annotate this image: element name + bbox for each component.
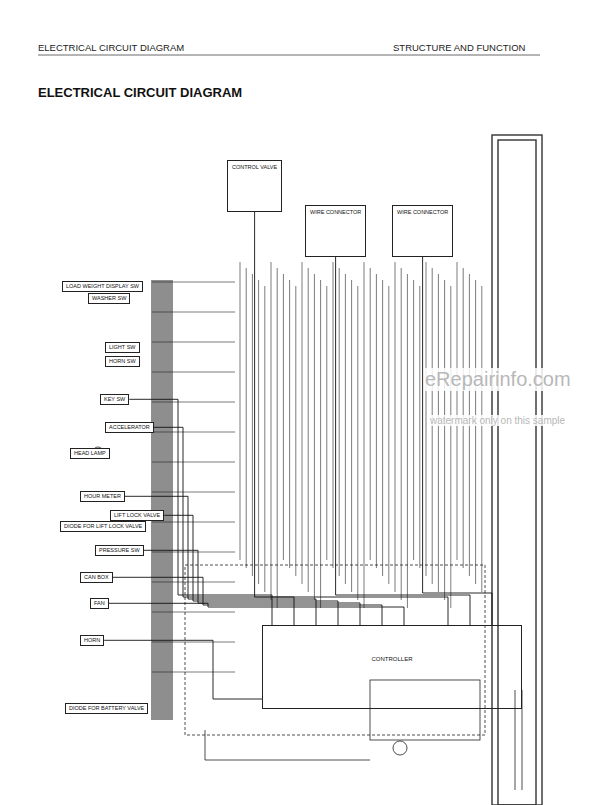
component-label: WASHER SW bbox=[88, 293, 130, 304]
wire-connector bbox=[154, 427, 294, 625]
wire-connector bbox=[104, 640, 262, 699]
node-text: CONTROL VALVE bbox=[232, 164, 277, 171]
wire-connector bbox=[423, 257, 492, 625]
component-label: HEAD LAMP bbox=[70, 448, 110, 459]
node-text: CAN BOX bbox=[84, 574, 109, 581]
node-text: ACCELERATOR bbox=[109, 424, 150, 431]
connector-block: WIRE CONNECTOR bbox=[392, 205, 453, 257]
node-text: LIGHT SW bbox=[109, 344, 136, 351]
wire-connector bbox=[255, 212, 448, 625]
diagram-title: ELECTRICAL CIRCUIT DIAGRAM bbox=[38, 85, 242, 100]
component-label: DIODE FOR LIFT LOCK VALVE bbox=[60, 521, 146, 532]
component-label: HORN bbox=[80, 635, 104, 646]
node-text: WIRE CONNECTOR bbox=[310, 209, 361, 216]
component-label: HOUR METER bbox=[80, 491, 125, 502]
page-header: ELECTRICAL CIRCUIT DIAGRAM bbox=[38, 42, 184, 53]
node-text: PRESSURE SW bbox=[99, 547, 140, 554]
wire-connector bbox=[113, 577, 382, 625]
component-label: LIGHT SW bbox=[105, 342, 140, 353]
component-label: HORN SW bbox=[105, 356, 140, 367]
component-label: LOAD WEIGHT DISPLAY SW bbox=[62, 281, 143, 292]
node-text: LOAD WEIGHT DISPLAY SW bbox=[66, 283, 139, 290]
watermark: watermark only on this sample bbox=[430, 415, 565, 426]
connector-block: WIRE CONNECTOR bbox=[305, 205, 366, 257]
wire-connector bbox=[144, 550, 360, 625]
component-label: KEY SW bbox=[100, 394, 129, 405]
component-label: ACCELERATOR bbox=[105, 422, 154, 433]
connector-block: CONTROL VALVE bbox=[227, 160, 282, 212]
watermark: eRepairinfo.com bbox=[425, 368, 571, 391]
node-text: HORN bbox=[84, 637, 100, 644]
node-text: CONTROLLER bbox=[266, 656, 518, 663]
node-text: DIODE FOR LIFT LOCK VALVE bbox=[64, 523, 142, 530]
node-text: HEAD LAMP bbox=[74, 450, 106, 457]
wire-connector bbox=[109, 603, 404, 625]
node-text: HORN SW bbox=[109, 358, 136, 365]
component-label: DIODE FOR BATTERY VALVE bbox=[65, 703, 148, 714]
component-label: LIFT LOCK VALVE bbox=[110, 510, 164, 521]
wire-connector bbox=[164, 515, 338, 625]
node-text: LIFT LOCK VALVE bbox=[114, 512, 160, 519]
page-header: STRUCTURE AND FUNCTION bbox=[393, 42, 525, 53]
node-text: WIRE CONNECTOR bbox=[397, 209, 448, 216]
controller-box: CONTROLLER bbox=[262, 625, 522, 709]
wire-connector bbox=[336, 257, 470, 625]
node-text: WASHER SW bbox=[92, 295, 126, 302]
component-label: FAN bbox=[90, 598, 109, 609]
node-text: DIODE FOR BATTERY VALVE bbox=[69, 705, 144, 712]
node-text: HOUR METER bbox=[84, 493, 121, 500]
component-label: PRESSURE SW bbox=[95, 545, 144, 556]
component-label: CAN BOX bbox=[80, 572, 113, 583]
node-text: FAN bbox=[94, 600, 105, 607]
node-text: KEY SW bbox=[104, 396, 125, 403]
